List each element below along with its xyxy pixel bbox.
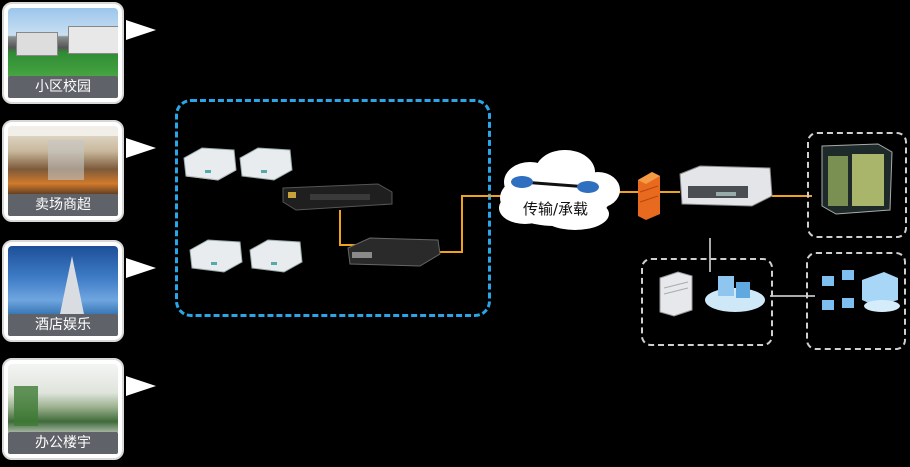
scenario-label: 小区校园 bbox=[8, 76, 118, 98]
scenario-label: 办公楼宇 bbox=[8, 432, 118, 454]
access-point-3 bbox=[189, 239, 243, 273]
management-box bbox=[641, 258, 773, 346]
scenario-card-hotel: 酒店娱乐 bbox=[2, 240, 124, 342]
transport-label: 传输/承载 bbox=[523, 200, 589, 218]
mgmt-database bbox=[705, 276, 765, 312]
link-switch-controller bbox=[339, 210, 362, 246]
access-zone bbox=[175, 99, 491, 317]
office-photo bbox=[8, 364, 118, 436]
app-server bbox=[679, 165, 773, 207]
transport-cloud bbox=[499, 150, 620, 230]
client-terminals bbox=[822, 270, 900, 312]
firewall bbox=[638, 172, 660, 220]
bubble-tip bbox=[126, 258, 156, 278]
ac-controller bbox=[347, 237, 441, 267]
bubble-tip bbox=[126, 138, 156, 158]
scenario-label: 酒店娱乐 bbox=[8, 314, 118, 336]
link-controller-uplink bbox=[440, 195, 510, 253]
clients-box bbox=[806, 252, 906, 350]
mgmt-server-tower bbox=[659, 271, 693, 317]
hotel-photo bbox=[8, 246, 118, 318]
scenario-label: 卖场商超 bbox=[8, 194, 118, 216]
mall-photo bbox=[8, 126, 118, 198]
bubble-tip bbox=[126, 20, 156, 40]
bubble-tip bbox=[126, 376, 156, 396]
scenario-card-campus: 小区校园 bbox=[2, 2, 124, 104]
storage-array bbox=[821, 143, 893, 215]
access-point-1 bbox=[183, 147, 237, 181]
scenario-card-mall: 卖场商超 bbox=[2, 120, 124, 222]
campus-photo bbox=[8, 8, 118, 80]
scenario-card-office: 办公楼宇 bbox=[2, 358, 124, 460]
poe-switch bbox=[282, 183, 393, 211]
access-point-2 bbox=[239, 147, 293, 181]
access-point-4 bbox=[249, 239, 303, 273]
storage-box bbox=[807, 132, 907, 238]
